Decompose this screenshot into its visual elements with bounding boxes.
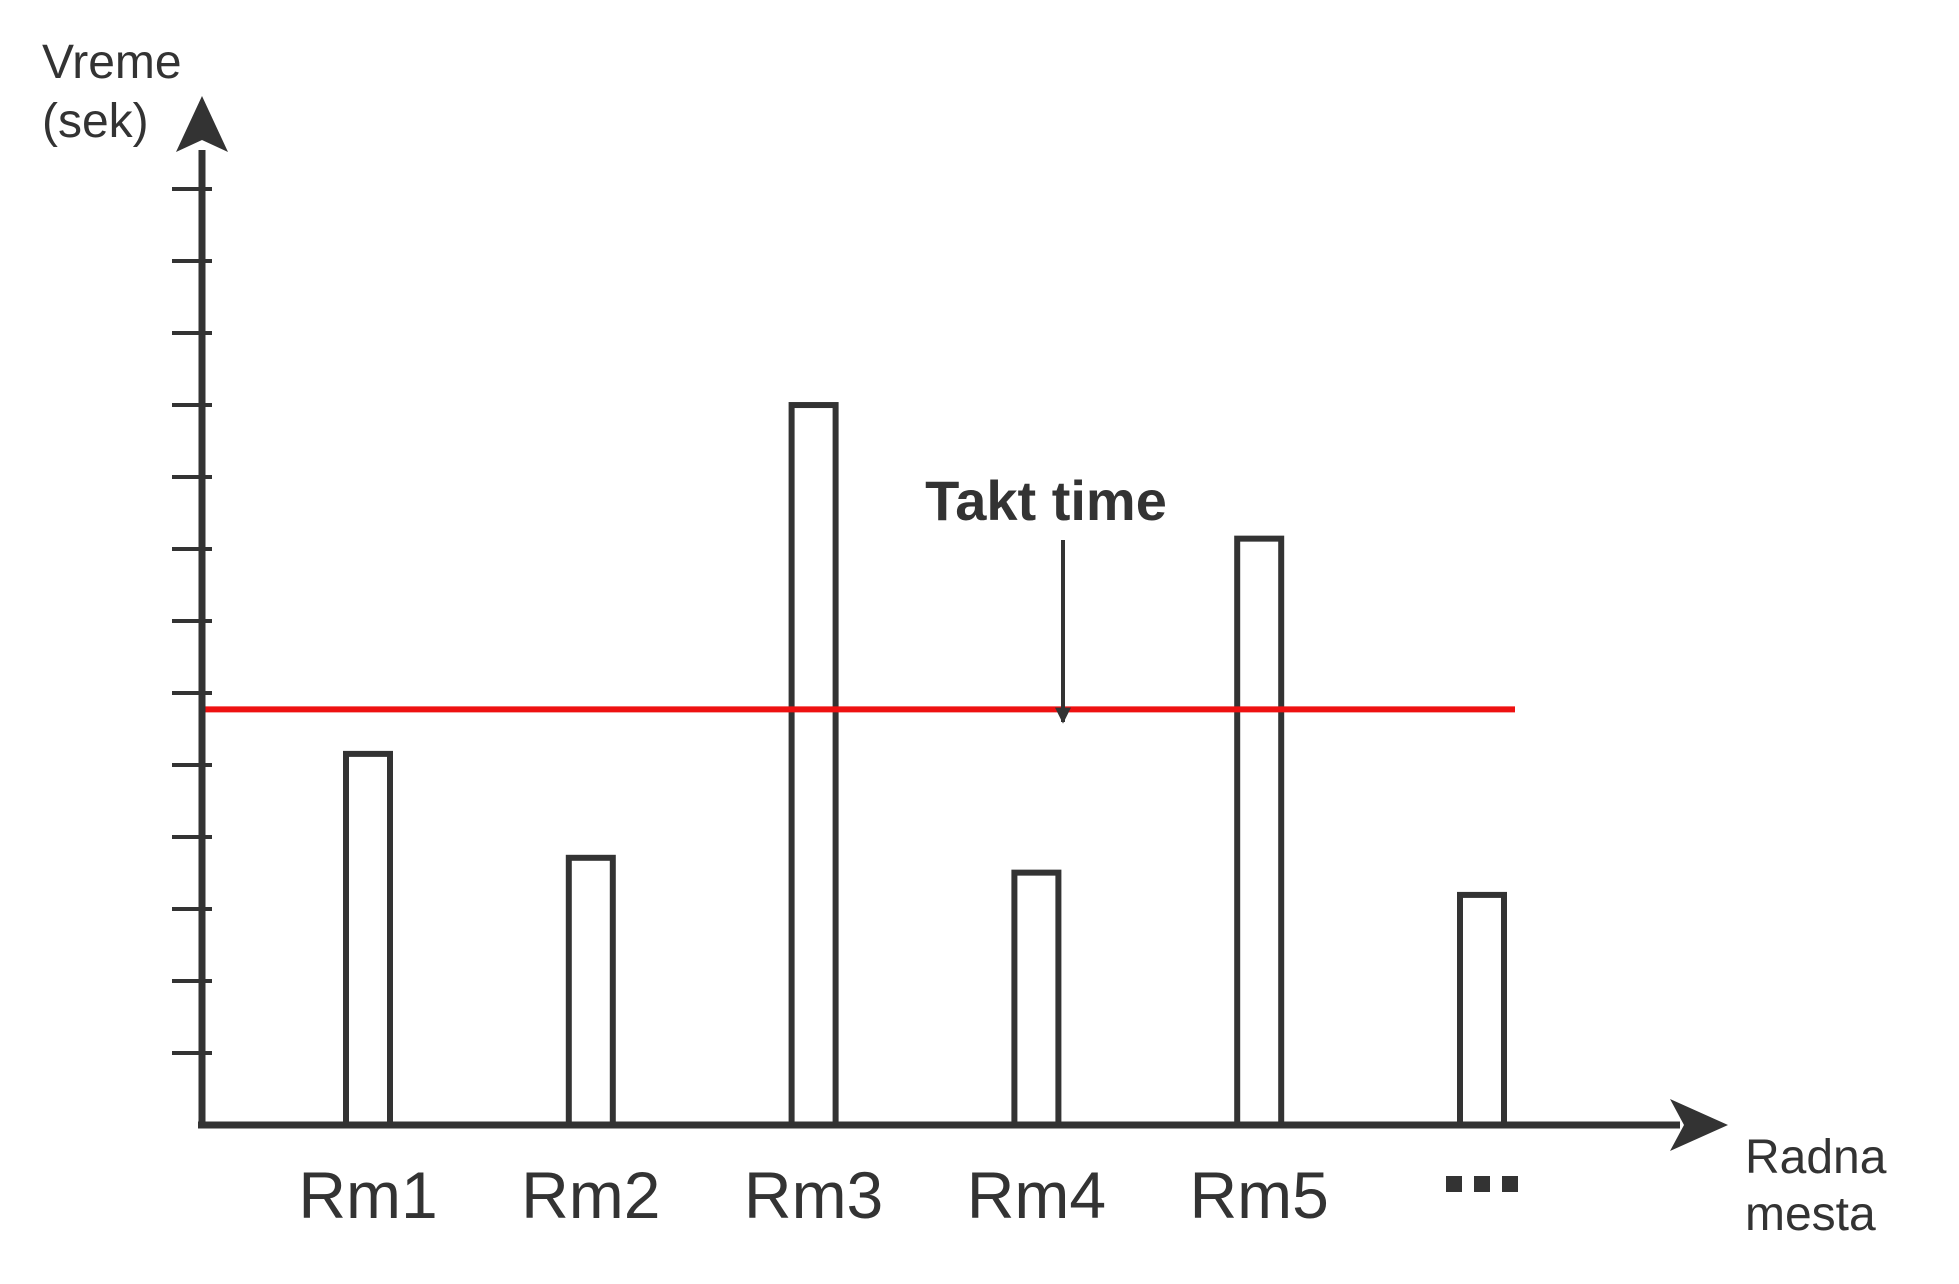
x-tick-label-2: Rm2 [521,1158,660,1232]
y-axis-label-line-2: (sek) [42,95,149,148]
ellipsis-dot [1474,1176,1490,1192]
bar-2 [565,854,616,1128]
x-tick-label-5: Rm5 [1190,1158,1329,1232]
bar-5 [1234,535,1285,1128]
x-axis-arrow-icon [1670,1099,1728,1151]
x-tick-labels: Rm1 Rm2 Rm3 Rm4 Rm5 [298,1158,1518,1232]
takt-time-annotation: Takt time [925,469,1167,532]
x-tick-label-3: Rm3 [744,1158,883,1232]
x-axis-label-line-1: Radna [1745,1131,1887,1184]
y-axis-ticks [172,187,212,1055]
x-tick-label-4: Rm4 [967,1158,1106,1232]
ellipsis-dot [1502,1176,1518,1192]
x-axis-label-line-2: mesta [1745,1188,1876,1241]
ellipsis-dot [1446,1176,1462,1192]
bar-1 [343,750,393,1129]
bar-6 [1457,891,1507,1129]
x-tick-label-1: Rm1 [298,1158,437,1232]
bar-4 [1011,869,1062,1129]
bar-3 [788,402,839,1128]
y-axis-arrow-icon [176,96,228,152]
y-axis-label-line-1: Vreme [42,36,182,89]
